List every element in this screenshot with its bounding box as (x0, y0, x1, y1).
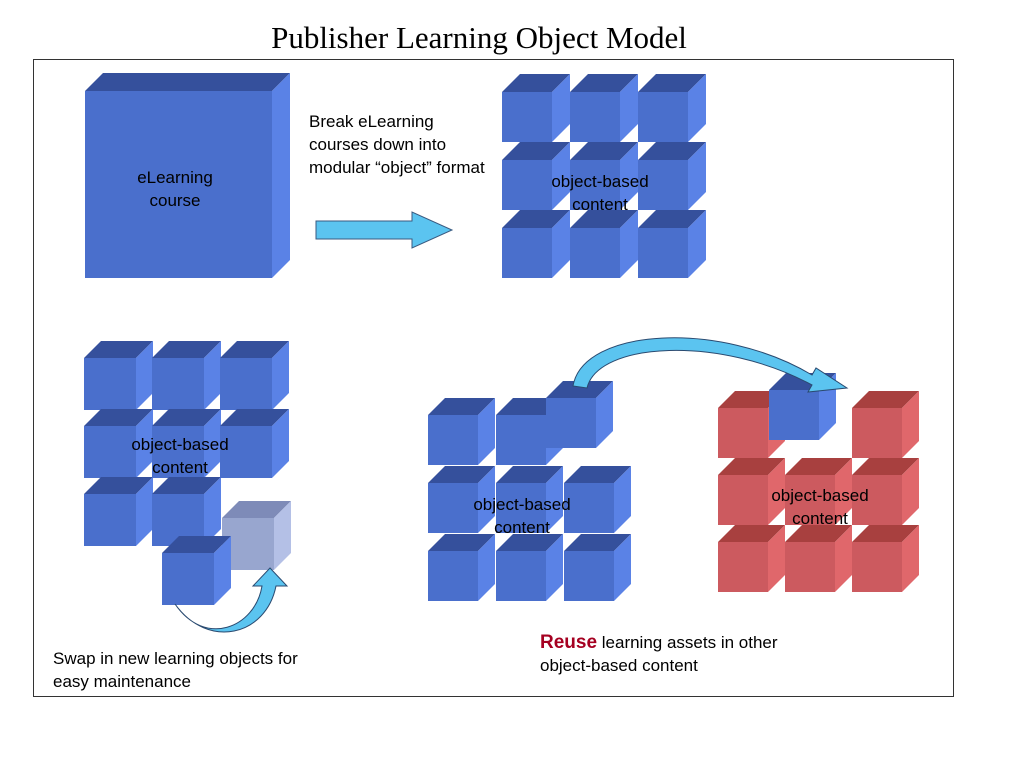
reuse-target-grid-cube (852, 458, 919, 525)
top-grid-cube (638, 142, 706, 210)
swap-caption: Swap in new learning objects for easy ma… (53, 649, 298, 691)
reuse-caption: Reuse learning assets in other object-ba… (540, 632, 778, 675)
reuse-source-grid-cube (428, 398, 495, 465)
top-grid-cube (638, 74, 706, 142)
reuse-target-grid-cube (785, 458, 852, 525)
reuse-target-grid-cube (852, 391, 919, 458)
elearning-course-cube (85, 73, 290, 278)
swap-grid-cube (84, 341, 153, 410)
reuse-source-grid-cube (496, 534, 563, 601)
object-content-label-top: object-based content (551, 172, 649, 214)
swap-grid-cube (84, 409, 153, 478)
reuse-target-grid-cube (718, 525, 785, 592)
reuse-source-grid-cube (564, 466, 631, 533)
reuse-source-grid-cube (428, 534, 495, 601)
reuse-emphasis: Reuse (540, 632, 598, 653)
swap-grid-cube (152, 409, 221, 478)
object-content-label-swap: object-based content (131, 435, 229, 477)
reuse-target-grid-cube (785, 525, 852, 592)
page-title: Publisher Learning Object Model (271, 20, 687, 55)
reuse-source-grid-cube (496, 466, 563, 533)
swap-grid-cube (152, 341, 221, 410)
break-down-caption: Break eLearning courses down into modula… (309, 112, 485, 177)
reuse-source-grid-cube (428, 466, 495, 533)
replacement-cube (222, 501, 291, 570)
top-grid-cube (570, 142, 638, 210)
swap-grid-cube (220, 409, 289, 478)
top-grid-cube (638, 210, 706, 278)
swap-arrow (174, 567, 289, 633)
top-grid-cube (570, 210, 638, 278)
swap-grid-cube (152, 477, 221, 546)
reuse-source-grid-cube (564, 534, 631, 601)
swap-grid-cube (220, 341, 289, 410)
top-grid-cube (502, 74, 570, 142)
elearning-course-label: eLearning course (137, 168, 213, 210)
reused-object-cube (546, 381, 613, 448)
reuse-target-grid-cube (718, 391, 785, 458)
top-grid-cube (502, 210, 570, 278)
swapped-out-cube (162, 536, 231, 605)
object-content-label-reuse-target: object-based content (771, 486, 869, 528)
reuse-target-grid-cube (852, 525, 919, 592)
top-grid-cube (570, 74, 638, 142)
diagram-frame (33, 59, 954, 697)
top-grid-cube (502, 142, 570, 210)
break-down-arrow (315, 211, 454, 249)
swap-grid-cube (84, 477, 153, 546)
object-content-label-reuse-source: object-based content (473, 495, 571, 537)
reuse-caption-rest: learning assets in other (597, 633, 778, 652)
reuse-arrow (572, 337, 849, 393)
reuse-target-grid-cube (718, 458, 785, 525)
